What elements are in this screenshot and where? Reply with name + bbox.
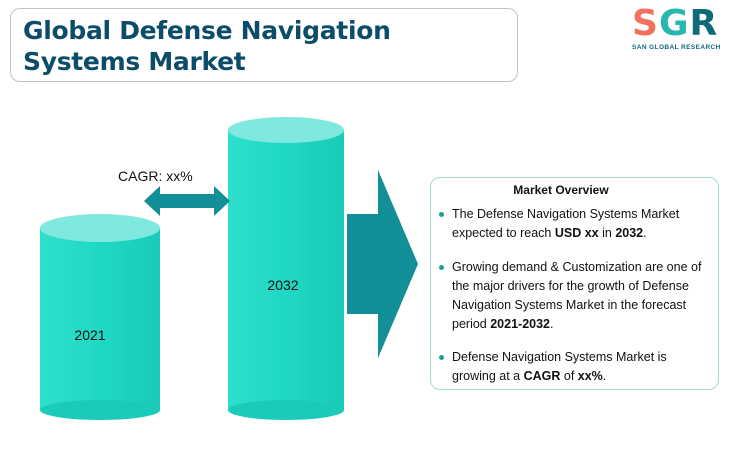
overview-item-text: The Defense Navigation Systems Market ex… [452,207,680,240]
market-overview-box: Market Overview The Defense Navigation S… [430,177,719,390]
bullet-icon [439,265,444,270]
title-box: Global Defense Navigation Systems Market [10,8,518,82]
bar-2021: 2021 [40,214,160,420]
page-title: Global Defense Navigation Systems Market [23,16,391,76]
overview-item-text: Growing demand & Customization are one o… [452,260,702,331]
sgr-logo: SGR SAN GLOBAL RESEARCH [630,4,726,52]
bar-2021-bottom [40,400,160,420]
overview-item-text: Defense Navigation Systems Market is gro… [452,350,667,383]
logo-letter-g: G [658,3,690,44]
overview-item: The Defense Navigation Systems Market ex… [439,205,711,243]
overview-item: Growing demand & Customization are one o… [439,258,711,334]
bullet-icon [439,212,444,217]
cagr-double-arrow [144,186,230,216]
bar-2032-top [228,117,344,143]
bar-2032-body [228,130,344,410]
bar-2021-body [40,228,160,410]
logo-letter-r: R [689,3,719,44]
overview-item: Defense Navigation Systems Market is gro… [439,348,711,386]
bar-2032-bottom [228,400,344,420]
cagr-label: CAGR: xx% [118,168,193,184]
logo-subtitle: SAN GLOBAL RESEARCH [632,44,721,51]
bullet-icon [439,355,444,360]
overview-heading: Market Overview [513,183,609,197]
logo-letters: SGR [632,4,718,44]
bar-2021-label: 2021 [74,327,105,343]
bar-2032: 2032 [228,117,344,420]
logo-letter-s: S [632,3,659,44]
bar-2032-label: 2032 [267,277,298,293]
bar-2021-top [40,214,160,242]
big-right-arrow [347,170,418,358]
